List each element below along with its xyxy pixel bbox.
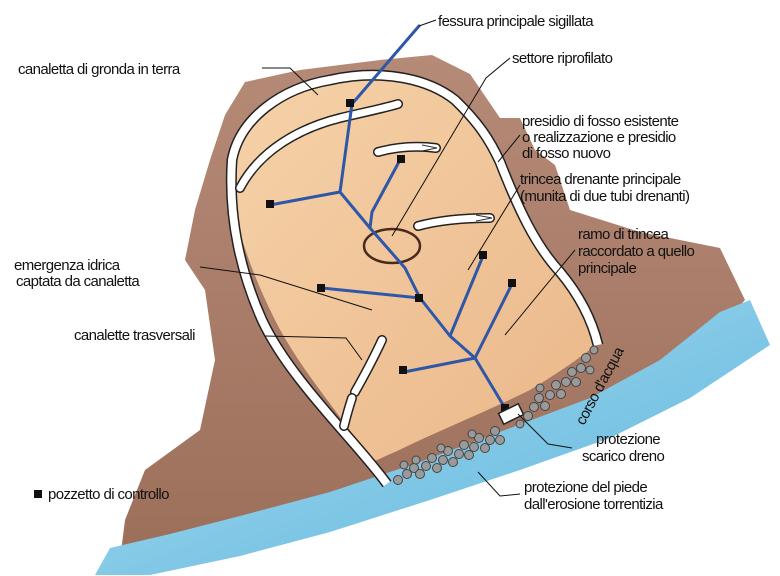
legend-pit-icon <box>34 490 42 498</box>
label-emergenza-2: captata da canaletta <box>16 273 140 290</box>
control-pit-marker <box>415 294 423 302</box>
label-prot-scarico-2: scarico dreno <box>582 448 665 465</box>
control-pit-marker <box>266 200 274 208</box>
label-presidio-3: di fosso nuovo <box>522 145 611 162</box>
label-canaletta-gronda: canaletta di gronda in terra <box>18 61 181 78</box>
label-prot-scarico-1: protezione <box>596 431 660 448</box>
control-pit-marker <box>399 366 407 374</box>
label-presidio-2: o realizzazione e presidio <box>522 129 676 146</box>
label-trincea-1: trincea drenante principale <box>520 171 681 188</box>
label-ramo-3: principale <box>578 260 636 277</box>
label-ramo-1: ramo di trincea <box>578 226 669 243</box>
control-pit-marker <box>397 155 405 163</box>
control-pit-marker <box>317 284 325 292</box>
label-emergenza-1: emergenza idrica <box>14 257 121 274</box>
label-settore: settore riprofilato <box>512 50 613 67</box>
label-fessura: fessura principale sigillata <box>438 13 594 30</box>
control-pit-marker <box>508 279 516 287</box>
presidio-ditch-upper <box>378 145 437 152</box>
label-ramo-2: raccordato a quello <box>578 243 694 260</box>
legend-pozzetto-label: pozzetto di controllo <box>48 486 169 503</box>
label-prot-piede-2: dall'erosione torrentizia <box>524 496 664 513</box>
label-presidio-1: presidio di fosso esistente <box>522 113 679 130</box>
control-pit-marker <box>346 99 354 107</box>
label-prot-piede-1: protezione del piede <box>524 479 647 496</box>
label-trincea-2: (munita di due tubi drenanti) <box>520 188 690 205</box>
control-pit-marker <box>479 251 487 259</box>
label-canalette-trasversali: canalette trasversali <box>74 327 195 344</box>
